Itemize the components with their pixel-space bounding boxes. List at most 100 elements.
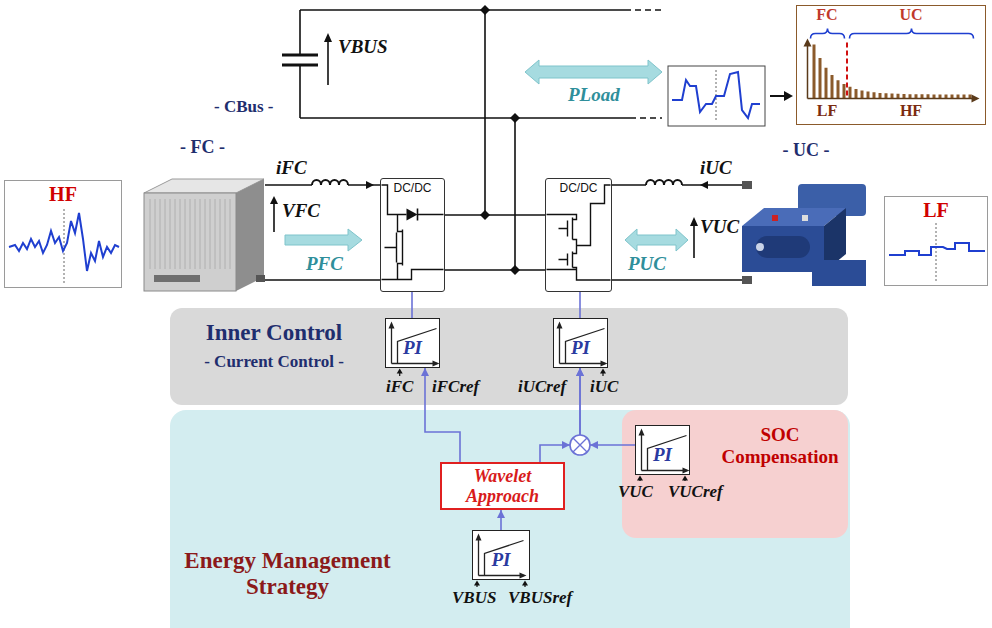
load-profile <box>668 66 765 126</box>
inductor-symbol <box>312 180 682 189</box>
signal-label: VUC <box>700 216 739 238</box>
node-text: - FC - <box>140 137 265 158</box>
signal-label: VBUS <box>338 36 388 58</box>
load-profile <box>668 66 765 126</box>
signal-label: PUC <box>628 253 666 275</box>
junction-dot <box>480 5 490 15</box>
fuel-cell-picture <box>236 179 264 291</box>
node-text: FC <box>807 6 847 24</box>
inductor-symbol <box>312 180 682 185</box>
node-text: SOC Compensation <box>714 424 846 468</box>
ultracapacitor-picture <box>812 260 866 286</box>
signal-label: VUC <box>618 482 653 502</box>
fuel-cell-picture <box>144 179 264 193</box>
pi-controller: PI <box>472 530 530 580</box>
label-anchor: PLoad <box>568 84 620 106</box>
text-anchor: - FC - <box>140 137 265 158</box>
label-anchor: VUC <box>700 216 739 238</box>
signal-label: iFC <box>276 157 307 179</box>
signal-label: VBUSref <box>508 588 572 608</box>
junction-dot <box>510 113 520 123</box>
node-text: HF <box>891 102 931 120</box>
waveform-panel: LF <box>884 196 988 286</box>
text-anchor: HF <box>5 183 121 206</box>
node-text: DC/DC <box>394 181 432 195</box>
power-flow-arrow <box>525 60 662 84</box>
voltage-arrow <box>274 40 694 258</box>
label-anchor: PUC <box>628 253 666 275</box>
spectrum-arrow <box>784 91 793 101</box>
power-flow-arrow <box>625 229 688 251</box>
label-anchor: VUC <box>618 482 653 502</box>
label-anchor: PFC <box>306 253 343 275</box>
node-text: Energy Management Strategy <box>180 548 395 601</box>
spectrum-arrow <box>770 91 793 101</box>
voltage-arrow <box>270 33 698 258</box>
dc-dc-converter: DC/DC <box>545 178 612 292</box>
ultracapacitor-picture <box>742 276 752 284</box>
label-anchor: iUC <box>590 377 618 397</box>
node-text: LF <box>809 102 845 120</box>
label-anchor: iFC <box>386 377 413 397</box>
label-anchor: VBUSref <box>508 588 572 608</box>
signal-label: - CBus - <box>214 96 274 118</box>
node-text: Wavelet Approach <box>448 466 557 506</box>
signal-label: iFCref <box>432 377 479 397</box>
signal-label: PLoad <box>568 84 620 106</box>
fuel-cell-picture <box>144 193 236 291</box>
wavelet-block: Wavelet Approach <box>440 462 565 510</box>
label-anchor: VUCref <box>668 482 723 502</box>
fuel-cell-picture <box>256 275 265 282</box>
signal-label: PFC <box>306 253 343 275</box>
text-anchor: - UC - <box>742 140 870 161</box>
capacitor-symbol <box>282 55 318 65</box>
node-text: PI <box>492 550 511 570</box>
signal-label: VUCref <box>668 482 723 502</box>
soc-compensation-box: PI SOC Compensation <box>622 410 848 538</box>
dc-dc-converter: DC/DC <box>380 178 445 292</box>
text-anchor: - Current Control - <box>184 352 364 372</box>
text-anchor: HF <box>891 102 931 120</box>
label-anchor: VBUS <box>452 588 496 608</box>
power-flow-arrow <box>285 60 688 251</box>
node-text: PI <box>653 445 672 465</box>
junction-dot <box>510 265 520 275</box>
node-text: DC/DC <box>560 181 598 195</box>
ultracapacitor-picture <box>742 208 846 226</box>
label-anchor: VFC <box>282 200 320 222</box>
power-wire <box>265 184 380 186</box>
node-text: UC <box>891 6 931 24</box>
signal-label: VBUS <box>452 588 496 608</box>
signal-label: VFC <box>282 200 320 222</box>
inductor-symbol <box>312 181 348 189</box>
label-anchor: iFCref <box>432 377 479 397</box>
node-text: LF <box>885 199 987 222</box>
ultracapacitor-picture <box>742 226 824 272</box>
pi-controller: PI <box>553 318 608 368</box>
fuel-cell-picture <box>154 275 200 282</box>
control-band: PIPIInner Control- Current Control - <box>170 308 848 405</box>
ultracapacitor-picture <box>802 215 808 221</box>
junction-dot <box>480 5 520 275</box>
text-anchor: Energy Management Strategy <box>180 548 395 601</box>
load-profile <box>672 72 760 118</box>
ultracapacitor: - UC - <box>742 168 870 290</box>
ultracapacitor-picture <box>742 181 866 286</box>
ultracapacitor-picture <box>756 236 810 258</box>
current-arrow <box>366 181 374 189</box>
capacitor-symbol <box>282 55 318 65</box>
label-anchor: - CBus - <box>214 96 274 118</box>
spectrum-arrow <box>770 95 786 97</box>
node-text: PI <box>571 338 590 358</box>
inductor-symbol <box>646 181 682 189</box>
ultracapacitor-picture <box>756 243 764 251</box>
text-anchor: LF <box>885 199 987 222</box>
signal-label: iUCref <box>518 377 566 397</box>
fuel-cell-picture <box>144 179 265 291</box>
power-wire <box>445 214 545 216</box>
text-anchor: UC <box>891 6 931 24</box>
text-anchor: FC <box>807 6 847 24</box>
signal-label: iUC <box>700 157 732 179</box>
